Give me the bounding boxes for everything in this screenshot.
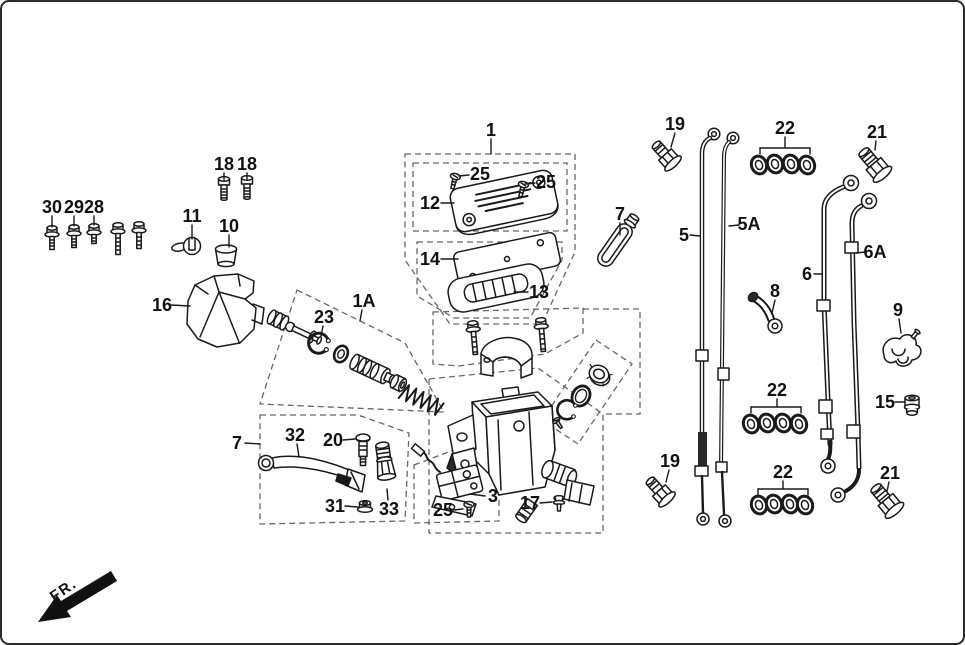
group-box-holder (432, 307, 584, 367)
part-33-adjuster (375, 441, 397, 481)
group-box-seal-kit (541, 339, 633, 445)
part-kit-oring (570, 384, 592, 408)
part-6-hose (816, 174, 860, 474)
part-5-hose (694, 127, 721, 526)
part-1a-boot (266, 309, 290, 331)
part-kit-cap (586, 363, 613, 387)
part-5a-hose (715, 131, 740, 528)
part-12-reservoir-cap (449, 169, 559, 236)
part-7-hose-clamp (597, 213, 640, 267)
part-handlebar-holder (480, 336, 533, 379)
group-box-lever (259, 414, 410, 525)
dashed-group-boxes (259, 153, 641, 534)
part-23-circlip (307, 331, 331, 355)
group-box-1-outer (404, 153, 576, 325)
group-box-switch (413, 439, 500, 524)
part-bolt-unlabeled-1 (110, 222, 126, 256)
part-1a-piston (349, 353, 396, 385)
group-box-1-diaphragm (416, 241, 563, 319)
part-1a-cup-seal (389, 374, 408, 393)
part-15-grommet (903, 394, 921, 416)
part-20-pivot-bolt (355, 433, 371, 467)
part-22-washers-top (747, 151, 819, 178)
part-17-screw (552, 494, 566, 512)
part-21-banjo-bolt-2 (864, 478, 907, 522)
part-holder-bolt-1 (464, 319, 482, 356)
part-1a-spring (397, 384, 445, 416)
part-25-screw-1 (446, 171, 462, 191)
group-box-1-cap (412, 162, 568, 232)
part-10-boot (214, 244, 238, 268)
part-8-joint (747, 291, 783, 334)
group-box-1a-piston-kit (259, 289, 446, 413)
part-22-washers-bottom (747, 491, 817, 518)
part-kit-screw (552, 416, 564, 430)
part-29-bolt (66, 224, 82, 249)
part-1a-washer (332, 344, 350, 364)
part-3-brake-switch (410, 443, 484, 517)
part-9-clamp (882, 328, 922, 367)
part-31-pivot-nut (356, 499, 374, 514)
part-6a-hose (830, 192, 878, 503)
part-32-brake-lever (257, 454, 366, 493)
part-bolt-unlabeled-2 (131, 221, 147, 250)
part-19-banjo-bolt-1 (646, 135, 684, 174)
group-box-extension (583, 308, 641, 415)
part-30-bolt (44, 225, 60, 251)
part-21-banjo-bolt-1 (852, 142, 895, 186)
part-kit-clip (556, 398, 578, 421)
part-13-diaphragm (447, 263, 545, 313)
part-22-washers-mid (739, 410, 811, 437)
fr-direction-arrow: FR. (38, 571, 117, 622)
part-28-bolt (86, 223, 102, 245)
part-11-clamp (171, 236, 202, 256)
part-holder-bolt-2 (532, 316, 550, 353)
part-19-banjo-bolt-2 (640, 471, 678, 510)
group-box-body (428, 367, 604, 534)
leader-lines (51, 132, 906, 511)
part-16-switch-housing (186, 273, 265, 348)
